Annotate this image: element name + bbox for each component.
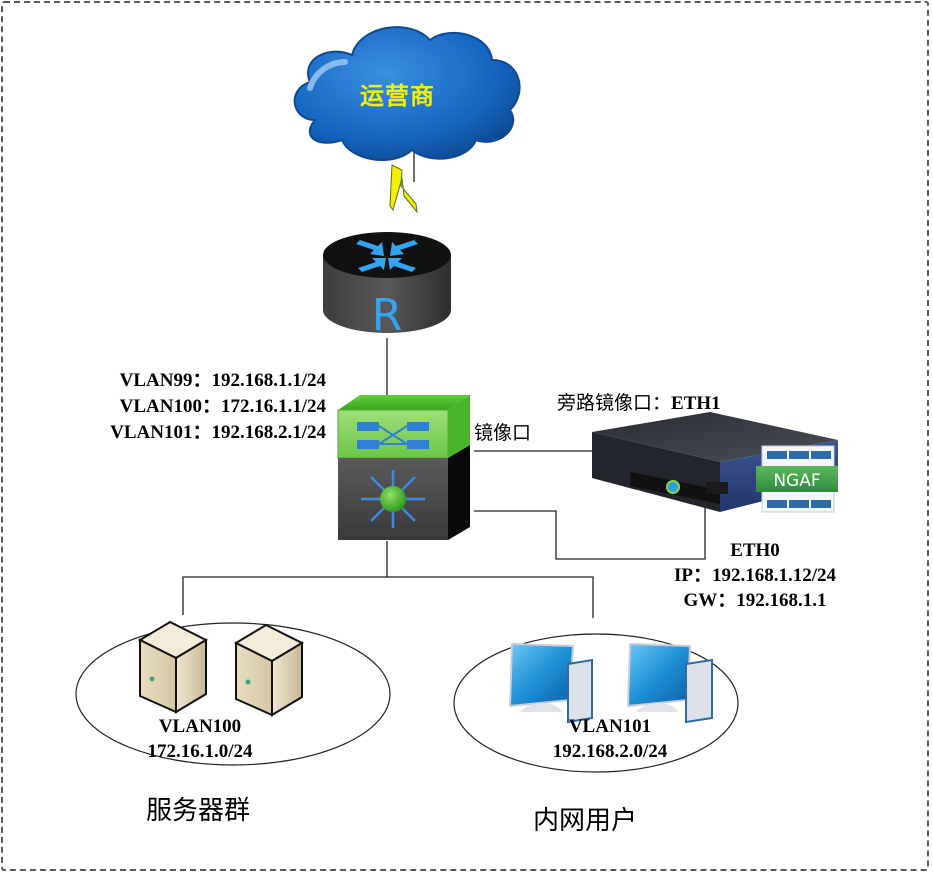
user-vlan: VLAN101 (568, 716, 652, 737)
server-icon (137, 620, 209, 714)
eth0-ip-line: IP：192.168.1.12/24 (640, 563, 870, 588)
router-icon: R (323, 232, 451, 341)
bypass-port-name: ETH1 (671, 393, 721, 414)
server-icon (233, 623, 305, 717)
ngaf-firewall-badge: NGAF (756, 445, 838, 513)
server-group-name: 服务器群 (146, 796, 251, 826)
ngaf-badge-label: NGAF (773, 471, 820, 491)
isp-cloud-icon (293, 26, 521, 162)
eth0-link (474, 497, 706, 560)
eth0-ip: 192.168.1.12/24 (711, 565, 837, 586)
eth0-info: ETH0 IP：192.168.1.12/24 GW：192.168.1.1 (640, 538, 870, 613)
access-bus (182, 576, 594, 618)
mirror-port-label: 镜像口 (474, 422, 532, 444)
user-subnet: 192.168.2.0/24 (552, 741, 668, 762)
ip-label: IP： (673, 565, 712, 586)
core-switch-icon (337, 395, 470, 540)
server-vlan: VLAN100 (158, 716, 242, 737)
vlan-name: VLAN99 (119, 370, 193, 391)
user-group-name: 内网用户 (533, 806, 638, 836)
separator: ： (192, 422, 212, 443)
vlan-ip: 172.16.1.1/24 (220, 396, 326, 417)
switch-vlan-list: VLAN99：192.168.1.1/24 VLAN100：172.16.1.1… (66, 368, 326, 446)
vlan-entry: VLAN100：172.16.1.1/24 (66, 394, 326, 420)
user-group (453, 633, 739, 773)
eth0-gw: 192.168.1.1 (736, 590, 827, 611)
gw-label: GW： (683, 590, 737, 611)
vlan-name: VLAN100 (119, 396, 202, 417)
eth0-gw-line: GW：192.168.1.1 (640, 588, 870, 613)
server-group (75, 620, 391, 766)
vlan-entry: VLAN101：192.168.2.1/24 (66, 420, 326, 446)
user-group-info: VLAN101 192.168.2.0/24 (520, 714, 700, 764)
vlan-name: VLAN101 (110, 422, 193, 443)
bypass-port-label: 旁路镜像口：ETH1 (557, 388, 721, 416)
vlan-entry: VLAN99：192.168.1.1/24 (66, 368, 326, 394)
router-label: R (372, 290, 403, 341)
bypass-label-prefix: 旁路镜像口： (557, 392, 672, 414)
vlan-ip: 192.168.2.1/24 (211, 422, 326, 443)
isp-label: 运营商 (360, 82, 435, 110)
vlan-ip: 192.168.1.1/24 (211, 370, 326, 391)
connection-lines (182, 150, 706, 618)
separator: ： (201, 396, 221, 417)
desktop-pc-icon (626, 642, 713, 724)
lightning-bolt-icon (389, 164, 418, 214)
eth0-port-name: ETH0 (730, 540, 780, 561)
server-group-info: VLAN100 172.16.1.0/24 (110, 714, 290, 764)
server-subnet: 172.16.1.0/24 (147, 741, 253, 762)
separator: ： (192, 370, 212, 391)
desktop-pc-icon (508, 642, 593, 724)
server-group-boundary (75, 622, 391, 766)
user-group-boundary (453, 633, 739, 773)
